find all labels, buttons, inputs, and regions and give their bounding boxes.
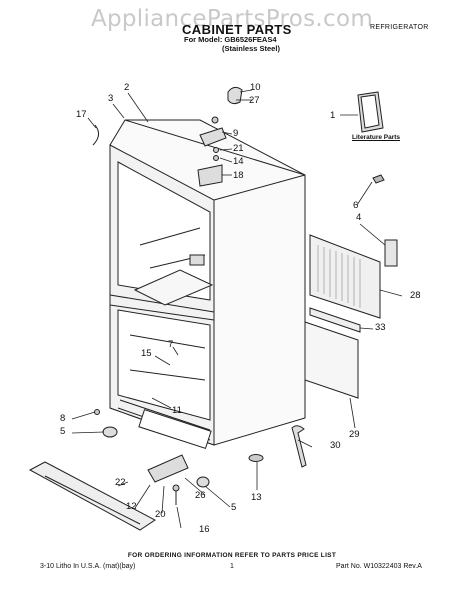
bracket-part bbox=[384, 239, 398, 267]
bottom-hinge bbox=[147, 454, 189, 505]
literature-booklet bbox=[357, 91, 384, 133]
cabinet-body bbox=[109, 119, 306, 450]
model-number: For Model: GB6526FEAS4 bbox=[184, 35, 277, 44]
callout-33: 33 bbox=[375, 322, 386, 333]
page-title: CABINET PARTS bbox=[182, 22, 292, 37]
callout-26: 26 bbox=[195, 490, 206, 501]
leveling-wrench bbox=[291, 425, 307, 468]
rear-panel bbox=[304, 321, 359, 399]
callout-3: 3 bbox=[108, 93, 114, 104]
callout-22: 22 bbox=[115, 477, 126, 488]
callout-28: 28 bbox=[410, 290, 421, 301]
front-roller bbox=[102, 426, 118, 438]
callout-5-left: 5 bbox=[60, 426, 66, 437]
callout-1: 1 bbox=[330, 110, 336, 121]
toe-grille bbox=[28, 461, 156, 531]
callout-5-right: 5 bbox=[231, 502, 237, 513]
appliance-type: REFRIGERATOR bbox=[370, 24, 429, 31]
callout-7: 7 bbox=[168, 339, 174, 350]
model-finish: (Stainless Steel) bbox=[222, 44, 280, 53]
callout-6: 6 bbox=[353, 200, 359, 211]
screw-part bbox=[94, 409, 100, 415]
callout-14: 14 bbox=[233, 156, 244, 167]
literature-parts-label: Literature Parts bbox=[352, 134, 401, 141]
page-number: 1 bbox=[230, 563, 234, 570]
ordering-note: FOR ORDERING INFORMATION REFER TO PARTS … bbox=[127, 552, 337, 559]
callout-17: 17 bbox=[76, 109, 87, 120]
callout-29: 29 bbox=[349, 429, 360, 440]
caster-wheel bbox=[196, 476, 210, 488]
clip-part bbox=[372, 174, 385, 184]
callout-4: 4 bbox=[356, 212, 362, 223]
callout-16: 16 bbox=[199, 524, 210, 535]
callout-10: 10 bbox=[250, 82, 261, 93]
callout-20: 20 bbox=[155, 509, 166, 520]
document-part-number: Part No. W10322403 Rev.A bbox=[336, 563, 422, 570]
callout-11: 11 bbox=[172, 405, 182, 416]
callout-12: 12 bbox=[126, 501, 137, 512]
callout-15: 15 bbox=[141, 348, 152, 359]
tube-part bbox=[92, 124, 99, 146]
litho-info: 3-10 Litho In U.S.A. (mat)(bay) bbox=[40, 563, 136, 570]
rear-strip bbox=[309, 307, 361, 333]
callout-27: 27 bbox=[249, 95, 260, 106]
callout-2: 2 bbox=[124, 82, 130, 93]
leveling-foot bbox=[248, 454, 264, 462]
top-hinge-assembly bbox=[197, 86, 243, 187]
callout-13: 13 bbox=[251, 492, 262, 503]
watermark: AppliancePartsPros.com bbox=[90, 6, 374, 32]
model-info: For Model: GB6526FEAS4 (Stainless Steel) bbox=[184, 35, 280, 53]
rear-access-cover bbox=[309, 234, 381, 319]
callout-9: 9 bbox=[233, 128, 239, 139]
callout-18: 18 bbox=[233, 170, 244, 181]
callout-8: 8 bbox=[60, 413, 66, 424]
callout-21: 21 bbox=[233, 143, 244, 154]
callout-30: 30 bbox=[330, 440, 341, 451]
callout-leaders bbox=[71, 89, 403, 529]
